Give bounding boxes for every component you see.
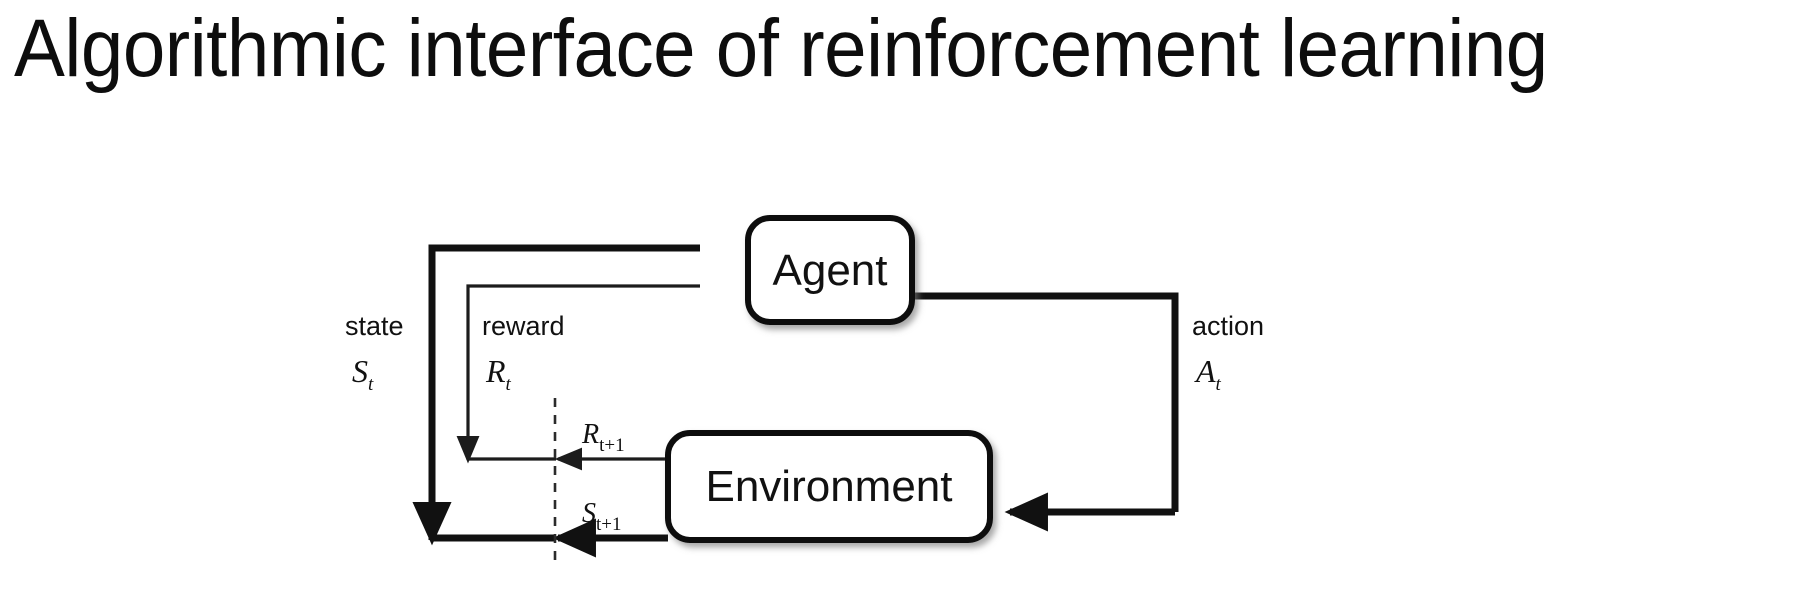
next-reward-symbol: R (581, 419, 599, 450)
agent-environment-loop-diagram: Agent Environment state St reward Rt (345, 215, 1264, 565)
page-title: Algorithmic interface of reinforcement l… (14, 3, 1548, 94)
agent-label: Agent (773, 246, 888, 295)
action-line-segment (912, 292, 1179, 512)
environment-label: Environment (705, 462, 952, 511)
next-state-symbol: S (582, 498, 596, 529)
state-symbol: S (352, 353, 368, 389)
state-arrow-into-agent (412, 244, 700, 546)
reward-subscript: t (506, 374, 512, 395)
next-reward-symbol-group: Rt+1 (581, 419, 625, 456)
action-symbol-group: At (1194, 353, 1222, 395)
reward-arrow-into-agent (456, 284, 700, 464)
edge-state-path (412, 244, 700, 546)
edge-reward-path (456, 284, 700, 464)
environment-box[interactable] (665, 430, 993, 543)
rl-diagram-container: Agent Environment state St reward Rt (0, 150, 1820, 594)
label-reward: reward Rt (482, 311, 565, 395)
label-action: action At (1192, 311, 1264, 395)
node-agent[interactable]: Agent (745, 215, 915, 325)
action-subscript: t (1216, 374, 1222, 395)
reward-word-label: reward (482, 311, 565, 341)
reward-symbol: R (485, 353, 506, 389)
action-symbol: A (1194, 353, 1216, 389)
label-state: state St (345, 311, 404, 395)
state-subscript: t (368, 374, 374, 395)
next-state-symbol-group: St+1 (582, 498, 622, 535)
state-symbol-group: St (352, 353, 374, 395)
state-word-label: state (345, 311, 404, 341)
action-word-label: action (1192, 311, 1264, 341)
agent-box[interactable] (745, 215, 915, 325)
edge-action-path (912, 292, 1179, 532)
next-reward-subscript: t+1 (599, 435, 625, 456)
label-next-state: St+1 (582, 498, 622, 535)
node-environment[interactable]: Environment (665, 430, 993, 543)
label-next-reward: Rt+1 (581, 419, 625, 456)
reward-symbol-group: Rt (485, 353, 512, 395)
next-state-subscript: t+1 (596, 514, 622, 535)
